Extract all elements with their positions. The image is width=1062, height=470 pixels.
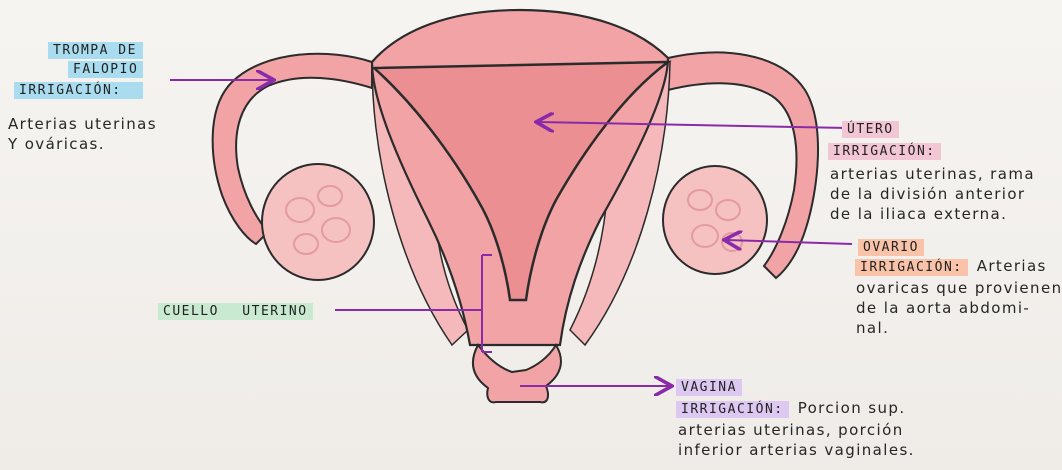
left-ovary xyxy=(262,164,374,280)
ovario-text-line3: de la aorta abdomi- xyxy=(856,298,1062,318)
utero-irrigacion-wrap: IRRIGACIÓN: xyxy=(828,140,941,160)
trompa-irrigacion: IRRIGACIÓN: xyxy=(14,82,143,99)
cuello-label: CUELLO UTERINO xyxy=(158,300,313,320)
ovario-title: OVARIO xyxy=(858,239,924,256)
utero-title: ÚTERO xyxy=(842,121,899,138)
vagina-irrigacion: IRRIGACIÓN: xyxy=(676,401,789,418)
vagina-text-line2: arterias uterinas, porción xyxy=(678,420,915,440)
cervix-vagina xyxy=(473,345,561,402)
trompa-title-line2: FALOPIO xyxy=(68,61,143,78)
utero-text: arterias uterinas, rama de la división a… xyxy=(830,164,1035,224)
vagina-irrigacion-wrap: IRRIGACIÓN: Porcion sup. xyxy=(676,398,906,418)
ovario-irrigacion-wrap: IRRIGACIÓN: Arterias xyxy=(855,256,1047,276)
vagina-text-line1: Porcion sup. xyxy=(798,399,906,417)
utero-text-line2: de la división anterior xyxy=(830,184,1035,204)
ovario-text-line4: nal. xyxy=(856,318,1062,338)
cuello-title: CUELLO UTERINO xyxy=(158,303,313,320)
vagina-text-line3: inferior arterias vaginales. xyxy=(678,440,915,460)
ovario-irrigacion: IRRIGACIÓN: xyxy=(855,259,968,276)
trompa-label: TROMPA DE FALOPIO IRRIGACIÓN: xyxy=(42,42,143,99)
utero-text-line1: arterias uterinas, rama xyxy=(830,164,1035,184)
vagina-title: VAGINA xyxy=(676,379,742,396)
ovario-label: OVARIO xyxy=(858,236,924,256)
utero-irrigacion: IRRIGACIÓN: xyxy=(828,143,941,160)
trompa-text: Arterias uterinas Y ováricas. xyxy=(8,114,157,154)
vagina-text: arterias uterinas, porción inferior arte… xyxy=(678,420,915,460)
utero-label: ÚTERO xyxy=(842,118,899,138)
right-ovary xyxy=(663,166,767,274)
ovario-text-line1: Arterias xyxy=(977,257,1047,275)
trompa-title-line1: TROMPA DE xyxy=(48,42,143,59)
vagina-label: VAGINA xyxy=(676,376,742,396)
ovario-text-line2: ovaricas que provienen xyxy=(856,278,1062,298)
utero-text-line3: de la iliaca externa. xyxy=(830,204,1035,224)
ovario-text: ovaricas que provienen de la aorta abdom… xyxy=(856,278,1062,338)
trompa-text-line2: Y ováricas. xyxy=(8,134,157,154)
trompa-text-line1: Arterias uterinas xyxy=(8,114,157,134)
